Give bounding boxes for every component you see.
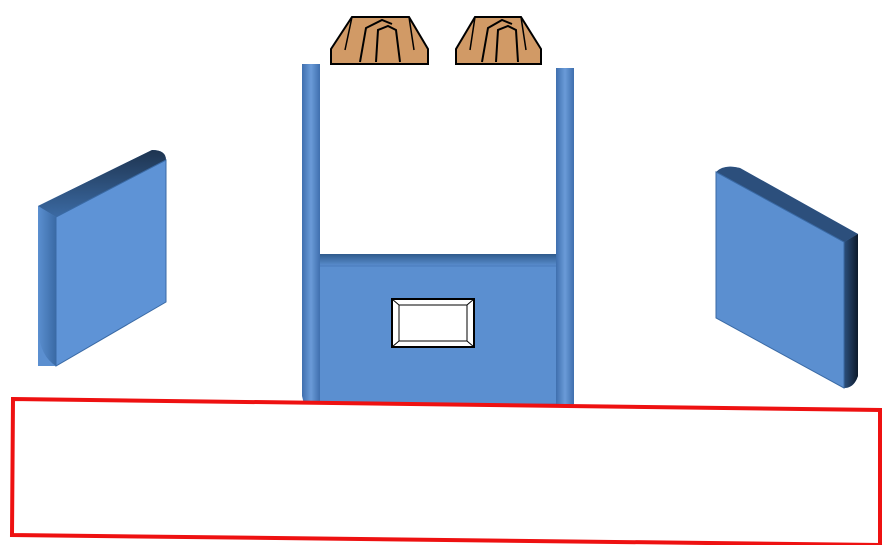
center-right-post [556, 68, 574, 408]
center-left-post [302, 64, 320, 404]
wood-bracket-left [330, 16, 429, 65]
wood-bracket-right [455, 16, 542, 65]
center-window [391, 298, 475, 348]
right-side-panel [715, 166, 858, 389]
left-side-panel [38, 150, 167, 367]
red-outline-region [9, 396, 882, 545]
